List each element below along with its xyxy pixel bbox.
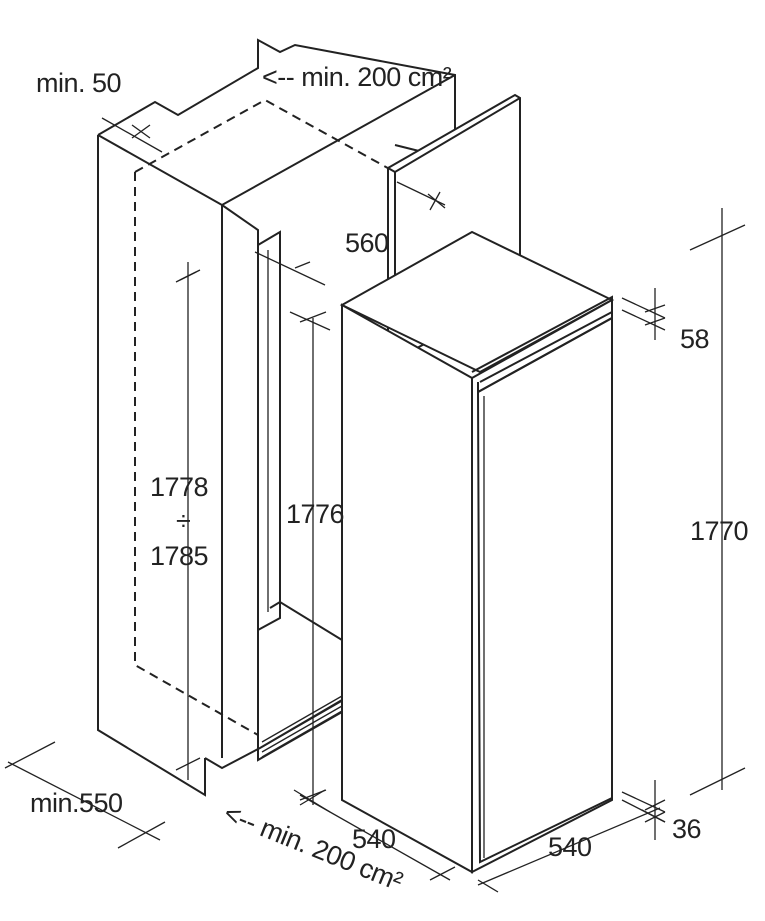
plinth (204, 699, 343, 770)
label-niche-height-inner: 1776 (286, 499, 344, 529)
cabinet (97, 38, 456, 797)
dimension-lines (4, 117, 746, 893)
niche-front-left (221, 204, 259, 735)
appliance-side (341, 303, 473, 874)
label-appliance-height: 1770 (690, 516, 748, 546)
label-appliance-width: 540 (548, 832, 592, 862)
niche-hidden-outline (134, 98, 396, 736)
label-vent-top: <-- min. 200 cm² (262, 62, 452, 92)
label-appliance-depth: 540 (352, 824, 396, 854)
label-niche-depth-bottom: min.550 (30, 788, 123, 818)
appliance-door-inner (476, 316, 613, 864)
plinth-front (257, 711, 343, 762)
cabinet-left-side (97, 135, 206, 797)
niche-bottom-step (257, 600, 343, 641)
label-gap-top: min. 50 (36, 68, 121, 98)
label-niche-height-b: 1785 (150, 541, 208, 571)
label-bottom-offset: 36 (672, 814, 701, 844)
niche-inner-back (257, 230, 281, 602)
label-niche-height-sep: ÷ (176, 506, 190, 536)
cabinet-top-outline (97, 38, 456, 162)
label-niche-height-a: 1778 (150, 472, 208, 502)
vent-grille (261, 695, 343, 758)
appliance-door (471, 298, 613, 874)
label-niche-depth-top: 560 (345, 228, 389, 258)
label-top-offset: 58 (680, 324, 709, 354)
appliance (339, 230, 615, 874)
